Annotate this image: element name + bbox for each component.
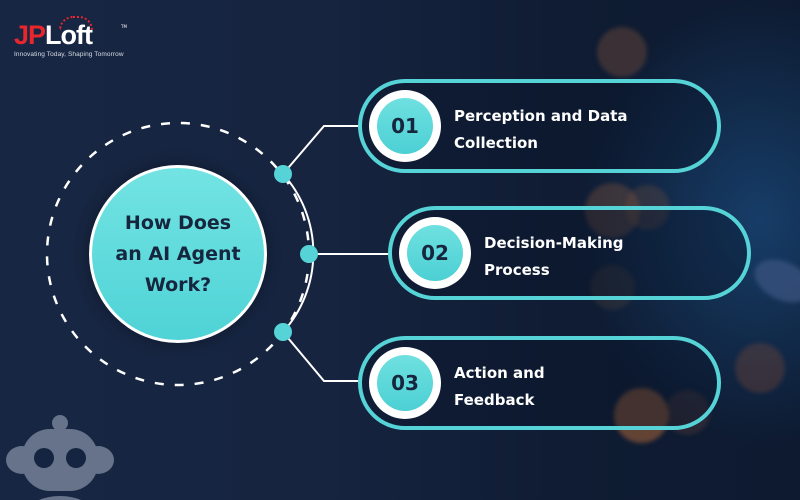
- logo-trademark: TM: [121, 24, 127, 29]
- bokeh-light: [614, 388, 669, 443]
- step-number: 01: [377, 98, 433, 154]
- step-label-line: Collection: [454, 134, 538, 152]
- step-badge: 01: [369, 90, 441, 162]
- bokeh-light: [585, 183, 640, 238]
- step-label-line: Decision-Making: [484, 234, 624, 252]
- step-label: Perception and Data Collection: [454, 103, 628, 157]
- node-dot-02: [300, 245, 318, 263]
- step-badge: 03: [369, 347, 441, 419]
- logo-jp: JP: [14, 20, 46, 50]
- bokeh-light: [597, 27, 647, 77]
- bokeh-light: [590, 265, 635, 310]
- step-label: Action and Feedback: [454, 360, 545, 414]
- hub-title-line: Work?: [144, 273, 212, 296]
- step-number: 02: [407, 225, 463, 281]
- step-label: Decision-Making Process: [484, 230, 624, 284]
- step-label-line: Feedback: [454, 391, 535, 409]
- step-card-03: 03 Action and Feedback: [358, 336, 721, 430]
- step-card-01: 01 Perception and Data Collection: [358, 79, 721, 173]
- step-label-line: Process: [484, 261, 550, 279]
- robot-icon: [6, 415, 114, 500]
- connector-line-03: [282, 331, 360, 382]
- step-badge: 02: [399, 217, 471, 289]
- node-dot-01: [274, 165, 292, 183]
- step-card-02: 02 Decision-Making Process: [388, 206, 751, 300]
- step-label-line: Action and: [454, 364, 545, 382]
- brand-logo: JPLoft TM Innovating Today, Shaping Tomo…: [14, 16, 127, 58]
- hub-title-line: How Does: [124, 211, 232, 234]
- bokeh-light: [735, 343, 785, 393]
- connector-line-01: [282, 125, 360, 175]
- step-number: 03: [377, 355, 433, 411]
- logo-tagline: Innovating Today, Shaping Tomorrow: [14, 51, 124, 58]
- hub-title-line: an AI Agent: [115, 242, 241, 265]
- step-label-line: Perception and Data: [454, 107, 628, 125]
- hub-circle: How Does an AI Agent Work?: [89, 165, 267, 343]
- node-dot-03: [274, 323, 292, 341]
